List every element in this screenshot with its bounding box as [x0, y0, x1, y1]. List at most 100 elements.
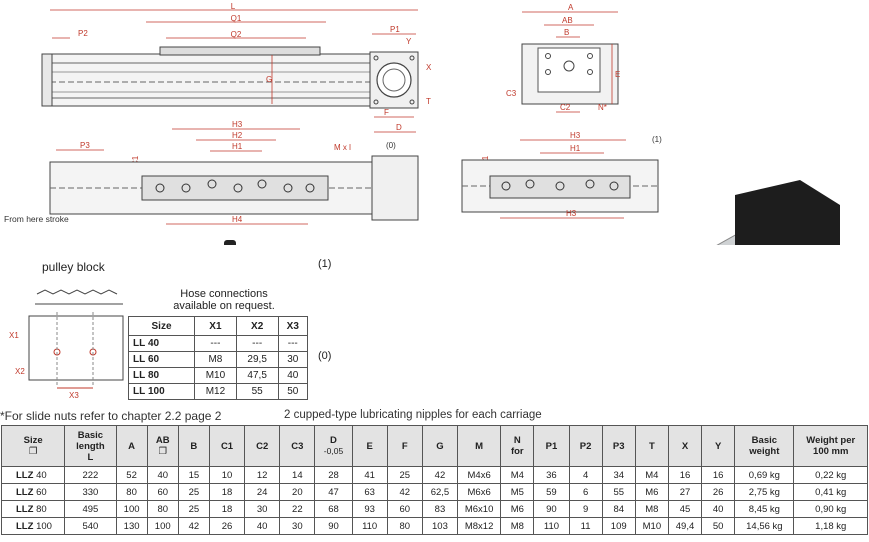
table-cell: M8x12	[457, 517, 502, 535]
dim-A: A	[568, 3, 574, 12]
table-cell: 45	[667, 500, 703, 518]
table-cell: 110	[533, 517, 570, 535]
hose-connector-icon	[224, 240, 236, 245]
dim-P3: P3	[80, 141, 90, 150]
table-row: LL 80 M10 47,5 40	[127, 367, 309, 384]
dim-P1: P1	[390, 25, 400, 34]
dim-D: D	[396, 123, 402, 132]
label-zero: (0)	[386, 141, 396, 150]
table-cell: 25	[177, 483, 210, 501]
size-cell: LLZ 40	[0, 466, 66, 484]
table-cell: 80	[386, 517, 423, 535]
table-cell: M6	[634, 483, 669, 501]
table-cell: 130	[115, 517, 148, 535]
table-cell: 42	[177, 517, 210, 535]
table-row: LL 40 --- --- ---	[127, 335, 309, 352]
table-cell: 20	[279, 483, 316, 501]
table-cell: M6x6	[457, 483, 502, 501]
table-cell: 0,22 kg	[793, 466, 868, 484]
table-cell: 540	[64, 517, 117, 535]
table-cell: 330	[64, 483, 117, 501]
table-cell: 28	[314, 466, 353, 484]
table-header: Size❐	[0, 425, 66, 467]
table-cell: 16	[701, 466, 736, 484]
table-cell: 42	[421, 466, 459, 484]
table-cell: 93	[351, 500, 388, 518]
table-header: D-0,05	[314, 425, 353, 467]
dim-T: T	[426, 97, 431, 106]
table-cell: 1,18 kg	[793, 517, 868, 535]
table-header: X3	[277, 316, 309, 336]
table-header: A	[115, 425, 148, 467]
end-view: A AB B E C3 C2 N*	[506, 3, 620, 113]
table-cell: 60	[146, 483, 179, 501]
table-cell: 36	[533, 466, 570, 484]
table-cell: 40	[701, 500, 736, 518]
table-cell: M4	[634, 466, 669, 484]
table-cell: 63	[351, 483, 388, 501]
dim-H1: H1	[232, 142, 243, 151]
table-cell: 80	[115, 483, 148, 501]
dim-X1: X1	[9, 331, 19, 340]
table-cell: 8,45 kg	[734, 500, 795, 518]
table-cell: 90	[533, 500, 570, 518]
table-cell: 11	[568, 517, 603, 535]
dim-C3: C3	[506, 89, 517, 98]
table-cell: 25	[177, 500, 210, 518]
middle-side-view: P3 C1 H3 H2 H1 (0) M x l H4 From here st…	[4, 120, 419, 225]
table-cell: 110	[351, 517, 388, 535]
table-cell: 15	[177, 466, 210, 484]
label-mxl: M x l	[334, 143, 351, 152]
table-cell: 52	[115, 466, 148, 484]
table-cell: 40	[244, 517, 281, 535]
table-cell: 40	[277, 367, 309, 384]
table-header: X1	[194, 316, 237, 336]
dim-Y: Y	[406, 37, 412, 46]
table-cell: M6x10	[457, 500, 502, 518]
pulley-block-drawing: X1 X2 X3	[9, 289, 124, 400]
table-cell: ---	[235, 335, 279, 352]
table-header: P1	[533, 425, 570, 467]
table-cell: 0,90 kg	[793, 500, 868, 518]
table-cell: ---	[194, 335, 237, 352]
table-header: M	[457, 425, 502, 467]
table-header: B	[177, 425, 210, 467]
table-header: C3	[279, 425, 316, 467]
table-row: LL 100 M12 55 50	[127, 383, 309, 400]
table-header: F	[386, 425, 423, 467]
table-cell: 2,75 kg	[734, 483, 795, 501]
table-cell: 68	[314, 500, 353, 518]
right-side-view: H3 H1 (1) C1 H3	[461, 131, 662, 219]
table-cell: 80	[146, 500, 179, 518]
table-header: P3	[601, 425, 636, 467]
table-cell: 103	[421, 517, 459, 535]
table-cell: 83	[421, 500, 459, 518]
table-cell: M4x6	[457, 466, 502, 484]
table-cell: 0,41 kg	[793, 483, 868, 501]
table-cell: M8	[194, 351, 237, 368]
table-cell: 26	[701, 483, 736, 501]
label-one: (1)	[652, 135, 662, 144]
dim-X3: X3	[69, 391, 79, 400]
table-cell: 90	[314, 517, 353, 535]
size-cell: LL 80	[127, 367, 196, 384]
table-cell: 14	[279, 466, 316, 484]
table-cell: 60	[386, 500, 423, 518]
table-header: C1	[208, 425, 246, 467]
actuator-photo	[716, 180, 840, 245]
table-cell: 100	[115, 500, 148, 518]
dim-H3-right: H3	[570, 131, 581, 140]
table-cell: 55	[235, 383, 279, 400]
table-header: P2	[568, 425, 603, 467]
dim-B: B	[564, 28, 569, 37]
table-header: AB❐	[146, 425, 179, 467]
size-cell: LL 100	[127, 383, 196, 400]
table-cell: 4	[568, 466, 603, 484]
table-cell: 27	[667, 483, 703, 501]
table-cell: 18	[208, 500, 246, 518]
dim-H3b-right: H3	[566, 209, 577, 218]
dim-C2: C2	[560, 103, 571, 112]
table-cell: 109	[601, 517, 636, 535]
